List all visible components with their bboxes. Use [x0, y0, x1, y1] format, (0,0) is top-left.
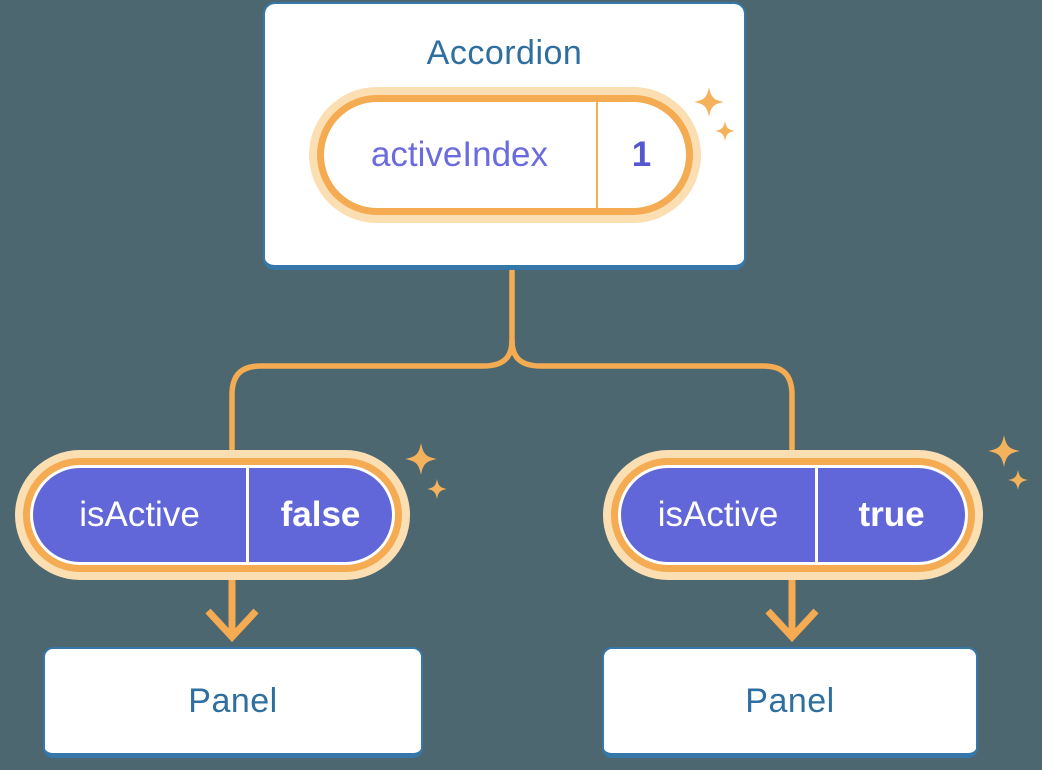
left-arrow-head-icon: [205, 608, 259, 643]
prop-pill-right-body: isActive true: [621, 468, 965, 562]
fork-right-connector-line: [509, 339, 795, 455]
prop-pill-right-divider: [815, 468, 818, 562]
state-pill-ring: activeIndex 1: [316, 95, 693, 215]
state-pill: activeIndex 1: [308, 87, 701, 223]
prop-pill-right: isActive true: [603, 450, 983, 580]
prop-pill-left-ring: isActive false: [23, 458, 402, 572]
panel-title-right: Panel: [745, 681, 835, 720]
prop-value-left: false: [280, 495, 361, 534]
fork-left-connector-line: [229, 339, 515, 455]
prop-name-left: isActive: [79, 495, 200, 534]
accordion-card: Accordion activeIndex 1: [263, 2, 746, 270]
panel-card-left: Panel: [43, 647, 423, 758]
prop-value-right: true: [858, 495, 925, 534]
prop-name-right: isActive: [657, 495, 779, 534]
prop-pill-right-ring: isActive true: [611, 458, 975, 572]
state-pill-divider: [595, 102, 598, 208]
state-value: 1: [631, 135, 652, 174]
panel-title-left: Panel: [188, 681, 278, 720]
right-arrow-head-icon: [765, 608, 819, 643]
accordion-title: Accordion: [426, 34, 583, 72]
panel-card-right: Panel: [602, 647, 978, 758]
sparkle-icon-left-pill: [405, 443, 447, 499]
state-name: activeIndex: [370, 135, 549, 174]
prop-pill-left: isActive false: [15, 450, 410, 580]
prop-pill-left-divider: [246, 468, 249, 562]
sparkle-icon-right-pill: [988, 435, 1028, 490]
prop-pill-left-body: isActive false: [33, 468, 392, 562]
